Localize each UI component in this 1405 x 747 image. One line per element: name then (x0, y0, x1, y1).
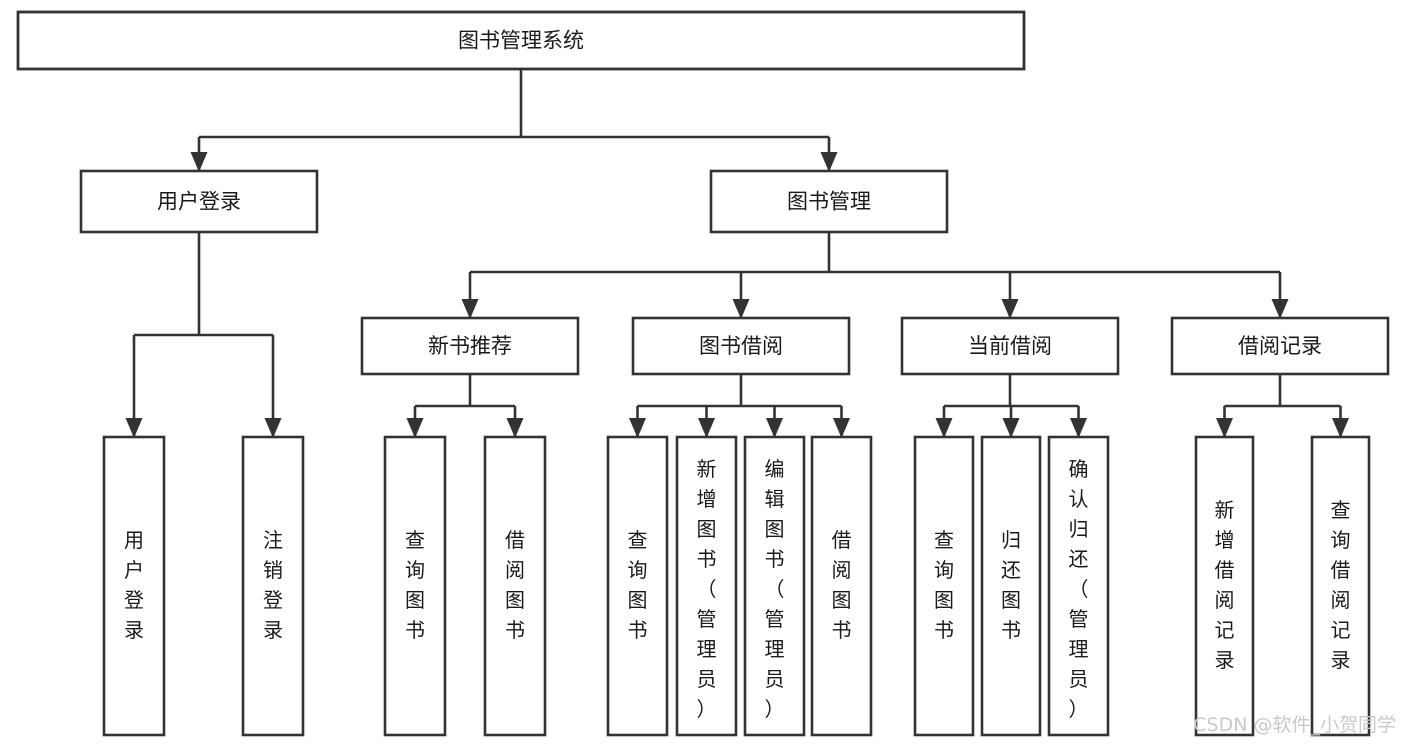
node-box-leaf-borrow-book-1[interactable] (483, 435, 547, 737)
connector-arrow-icon (1070, 418, 1087, 438)
node-leaf-borrow-book-2[interactable]: 借阅图书 (810, 435, 873, 737)
connector-arrow-icon (1271, 299, 1289, 319)
node-user-login[interactable]: 用户登录 (79, 169, 319, 234)
connector-group-book-manage (461, 232, 1289, 319)
node-label-current-borrow: 当前借阅 (968, 334, 1052, 358)
node-leaf-confirm-return-admin[interactable]: 确认归还（管理员） (1047, 435, 1110, 737)
node-label-leaf-borrow-book-2: 借阅图书 (832, 528, 852, 642)
node-label-root: 图书管理系统 (458, 29, 584, 53)
connector-group-new-book-rec (406, 374, 524, 438)
node-book-borrow[interactable]: 图书借阅 (631, 316, 851, 376)
node-label-leaf-return-book: 归还图书 (1001, 528, 1021, 642)
connector-arrow-icon (506, 418, 524, 438)
node-label-leaf-query-book-1: 查询图书 (405, 528, 425, 642)
nodes-layer: 图书管理系统用户登录图书管理新书推荐图书借阅当前借阅借阅记录用户登录注销登录查询… (16, 10, 1390, 737)
node-label-leaf-add-book-admin: 新增图书（管理员） (697, 457, 717, 721)
connector-arrow-icon (1332, 418, 1349, 438)
node-leaf-user-login[interactable]: 用户登录 (102, 435, 166, 737)
connector-group-borrow-record (1216, 374, 1349, 438)
node-new-book-rec[interactable]: 新书推荐 (360, 316, 580, 376)
node-leaf-borrow-book-1[interactable]: 借阅图书 (483, 435, 547, 737)
node-box-leaf-query-book-3[interactable] (913, 435, 975, 737)
node-leaf-edit-book-admin[interactable]: 编辑图书（管理员） (743, 435, 806, 737)
connector-arrow-icon (732, 299, 750, 319)
node-leaf-add-borrow-record[interactable]: 新增借阅记录 (1194, 435, 1255, 737)
node-box-leaf-add-borrow-record[interactable] (1194, 435, 1255, 737)
node-box-leaf-borrow-book-2[interactable] (810, 435, 873, 737)
connector-arrow-icon (935, 418, 953, 438)
node-box-book-borrow[interactable] (631, 316, 851, 376)
node-box-leaf-confirm-return-admin[interactable] (1047, 435, 1110, 737)
node-root[interactable]: 图书管理系统 (16, 10, 1026, 71)
node-label-leaf-edit-book-admin: 编辑图书（管理员） (765, 457, 785, 721)
node-borrow-record[interactable]: 借阅记录 (1170, 316, 1390, 376)
connector-arrow-icon (125, 418, 143, 438)
node-box-leaf-query-book-2[interactable] (606, 435, 669, 737)
node-box-leaf-user-login[interactable] (102, 435, 166, 737)
connector-arrow-icon (820, 152, 838, 172)
connector-arrow-icon (629, 418, 646, 438)
connector-arrow-icon (1216, 418, 1233, 438)
node-box-leaf-query-borrow-record[interactable] (1310, 435, 1371, 737)
node-label-leaf-query-book-3: 查询图书 (934, 528, 954, 642)
node-box-current-borrow[interactable] (900, 316, 1120, 376)
node-box-leaf-user-logout[interactable] (241, 435, 305, 737)
connector-group-book-borrow (629, 374, 850, 438)
connector-arrow-icon (698, 418, 715, 438)
connector-arrow-icon (1001, 299, 1019, 319)
node-box-leaf-query-book-1[interactable] (383, 435, 447, 737)
connector-group-root (190, 69, 838, 172)
node-label-borrow-record: 借阅记录 (1238, 334, 1322, 358)
node-box-borrow-record[interactable] (1170, 316, 1390, 376)
connector-group-user-login (125, 232, 282, 438)
node-label-leaf-user-logout: 注销登录 (263, 528, 283, 642)
node-box-leaf-return-book[interactable] (980, 435, 1042, 737)
node-label-leaf-confirm-return-admin: 确认归还（管理员） (1069, 457, 1089, 721)
node-label-book-manage: 图书管理 (787, 190, 871, 214)
node-label-leaf-borrow-book-1: 借阅图书 (505, 528, 525, 642)
node-label-book-borrow: 图书借阅 (699, 334, 783, 358)
connector-group-current-borrow (935, 374, 1087, 438)
connector-arrow-icon (766, 418, 783, 438)
connector-arrow-icon (833, 418, 850, 438)
node-box-leaf-add-book-admin[interactable] (675, 435, 738, 737)
node-box-book-manage[interactable] (709, 169, 949, 234)
node-label-leaf-query-book-2: 查询图书 (628, 528, 648, 642)
connector-arrow-icon (461, 299, 479, 319)
node-box-user-login[interactable] (79, 169, 319, 234)
node-book-manage[interactable]: 图书管理 (709, 169, 949, 234)
node-box-new-book-rec[interactable] (360, 316, 580, 376)
node-label-leaf-query-borrow-record: 查询借阅记录 (1331, 498, 1351, 672)
node-box-root[interactable] (16, 10, 1026, 71)
node-leaf-query-book-2[interactable]: 查询图书 (606, 435, 669, 737)
node-leaf-user-logout[interactable]: 注销登录 (241, 435, 305, 737)
connector-arrow-icon (190, 152, 208, 172)
node-current-borrow[interactable]: 当前借阅 (900, 316, 1120, 376)
node-label-leaf-user-login: 用户登录 (124, 528, 144, 642)
node-leaf-query-borrow-record[interactable]: 查询借阅记录 (1310, 435, 1371, 737)
node-box-leaf-edit-book-admin[interactable] (743, 435, 806, 737)
connector-arrow-icon (406, 418, 424, 438)
node-leaf-add-book-admin[interactable]: 新增图书（管理员） (675, 435, 738, 737)
node-leaf-query-book-3[interactable]: 查询图书 (913, 435, 975, 737)
csdn-watermark: CSDN @软件_小贺同学 (1193, 714, 1396, 736)
node-label-leaf-add-borrow-record: 新增借阅记录 (1215, 498, 1235, 672)
node-leaf-return-book[interactable]: 归还图书 (980, 435, 1042, 737)
connector-arrow-icon (264, 418, 282, 438)
connectors-layer (125, 69, 1349, 438)
connector-arrow-icon (1002, 418, 1020, 438)
node-label-user-login: 用户登录 (157, 190, 241, 214)
node-leaf-query-book-1[interactable]: 查询图书 (383, 435, 447, 737)
node-label-new-book-rec: 新书推荐 (428, 334, 512, 358)
